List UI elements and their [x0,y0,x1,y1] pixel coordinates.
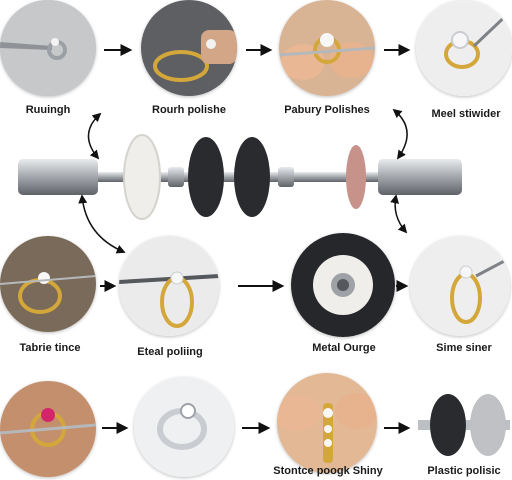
gemstone-icon [277,373,377,473]
photo-tweezers-ring-1 [0,0,96,96]
ring-icon [119,236,219,336]
photo-fabric-tince [0,236,96,332]
ring-icon [134,377,234,477]
photo-silver-ring [134,377,234,477]
photo-gem-ring [0,381,96,477]
step-label: Rourh polishe [152,104,226,116]
polishing-wheel-icon [291,233,395,337]
gemstone-icon [279,0,375,96]
step-label: Tabrie tince [19,342,81,354]
ring-icon [141,0,237,96]
step-label: Sime siner [436,342,492,354]
gemstone-icon [0,381,96,477]
step-label: Plastic polisic [427,465,501,477]
photo-stone-polish [277,373,377,473]
ring-icon [416,0,512,96]
photo-rough-polish [141,0,237,96]
step-label: Ruuingh [25,104,71,116]
photo-buffing [279,0,375,96]
step-label: Pabury Polishes [284,104,370,116]
step-label: Eteal poliing [137,346,203,358]
photo-meel [416,0,512,96]
step-label: Meel stiwider [431,108,501,120]
felt-wheel-icon [123,134,161,220]
ring-icon [0,236,96,332]
tweezers-icon [0,0,96,96]
photo-sime-siner [410,236,510,336]
plastic-polishing-wheels [418,394,510,456]
step-label: Stontce poogk Shiny [273,465,383,477]
polishing-machine [18,134,462,220]
ring-icon [410,236,510,336]
step-label: Metal Ourge [312,342,376,354]
photo-metal-ourge [291,233,395,337]
photo-metal-polishing [119,236,219,336]
